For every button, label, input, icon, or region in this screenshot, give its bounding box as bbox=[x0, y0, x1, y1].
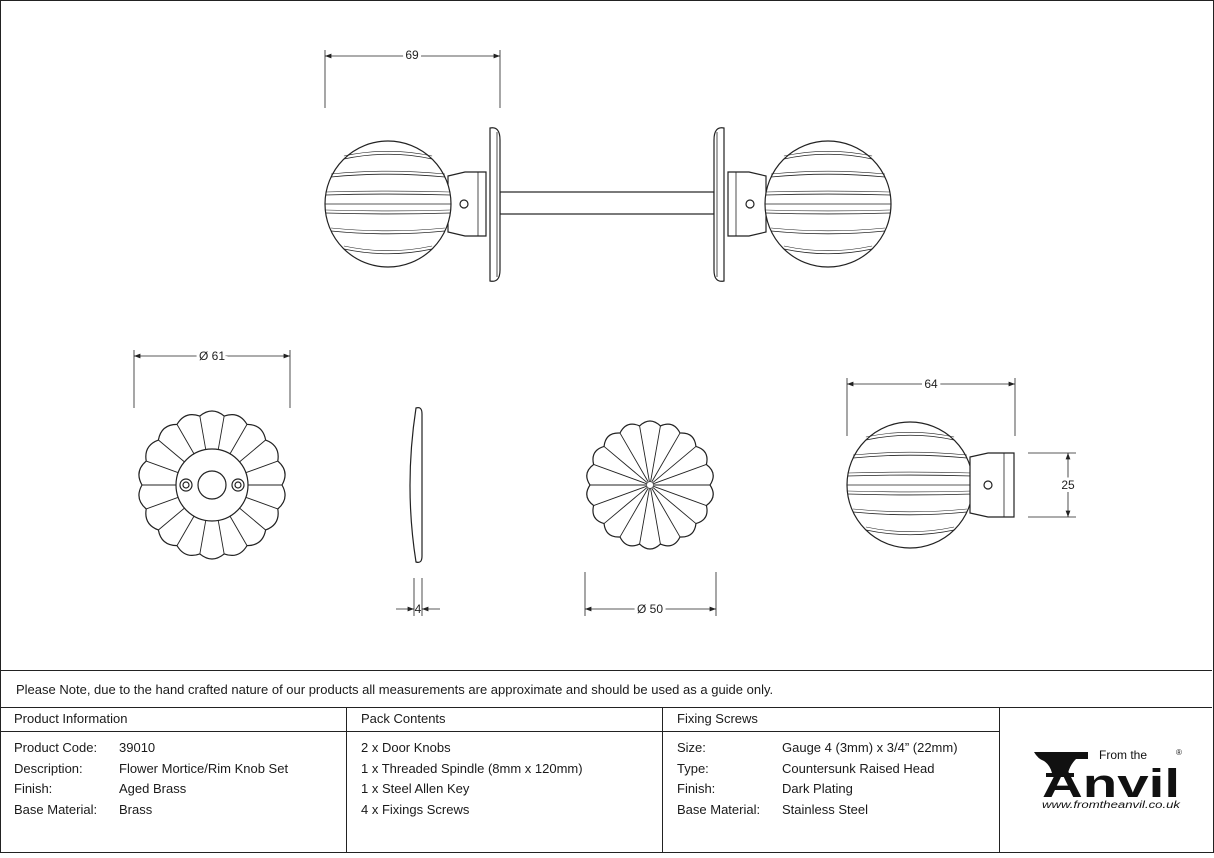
knob-side-view bbox=[846, 378, 1076, 549]
dim-knob-width: 64 bbox=[924, 377, 938, 391]
rose-front-view bbox=[133, 350, 291, 560]
row-label: Description: bbox=[14, 761, 83, 776]
row-value: Dark Plating bbox=[782, 781, 853, 796]
row-value: Stainless Steel bbox=[782, 802, 868, 817]
row-value: Flower Mortice/Rim Knob Set bbox=[119, 761, 289, 776]
row-label: Finish: bbox=[677, 781, 716, 796]
row-value: Aged Brass bbox=[119, 781, 187, 796]
disclaimer-text: Please Note, due to the hand crafted nat… bbox=[16, 682, 774, 697]
fixing-screws-header: Fixing Screws bbox=[663, 707, 999, 732]
dim-rose-thickness: 4 bbox=[415, 602, 422, 616]
technical-drawing: 69 Ø 61 4 Ø 50 64 25 bbox=[133, 48, 1076, 616]
product-information-heading: Product Information bbox=[14, 711, 128, 726]
dim-knob-neck: 25 bbox=[1061, 478, 1075, 492]
pack-contents-heading: Pack Contents bbox=[361, 711, 446, 726]
row-label: Type: bbox=[677, 761, 709, 776]
anvil-logo: From the ® Anvil www.fromtheanvil.co.uk bbox=[1000, 707, 1213, 853]
product-information-header: Product Information bbox=[0, 707, 346, 732]
row-value: Brass bbox=[119, 802, 153, 817]
rose-edge-view bbox=[396, 407, 440, 616]
dim-rose-diameter: Ø 61 bbox=[199, 349, 225, 363]
fixing-screws-heading: Fixing Screws bbox=[677, 711, 758, 726]
logo-brand: Anvil bbox=[1042, 762, 1180, 806]
logo-registered: ® bbox=[1176, 748, 1182, 757]
anvil-icon bbox=[1034, 752, 1088, 777]
row-label: Finish: bbox=[14, 781, 53, 796]
assembly-side-view bbox=[324, 50, 892, 282]
dim-rose-back-diameter: Ø 50 bbox=[637, 602, 663, 616]
logo-url: www.fromtheanvil.co.uk bbox=[1042, 800, 1181, 811]
disclaimer-note: Please Note, due to the hand crafted nat… bbox=[0, 670, 1212, 708]
row-value: Countersunk Raised Head bbox=[782, 761, 935, 776]
row-value: 39010 bbox=[119, 740, 156, 755]
row-label: Base Material: bbox=[14, 802, 98, 817]
pack-contents-header: Pack Contents bbox=[347, 707, 662, 732]
row-label: Base Material: bbox=[677, 802, 761, 817]
product-information-panel: Product Information Product Code: 39010 D… bbox=[0, 707, 347, 853]
row-value: Gauge 4 (3mm) x 3/4” (22mm) bbox=[782, 740, 958, 755]
fixing-screws-panel: Fixing Screws Size: Gauge 4 (3mm) x 3/4” … bbox=[663, 707, 1000, 853]
row-label: Product Code: bbox=[14, 740, 98, 755]
pack-contents-panel: Pack Contents 2 x Door Knobs 1 x Threade… bbox=[347, 707, 663, 853]
logo-from-the: From the bbox=[1099, 748, 1147, 762]
row-label: Size: bbox=[677, 740, 706, 755]
rose-back-view bbox=[584, 420, 717, 616]
dim-assembly-width: 69 bbox=[405, 48, 419, 62]
